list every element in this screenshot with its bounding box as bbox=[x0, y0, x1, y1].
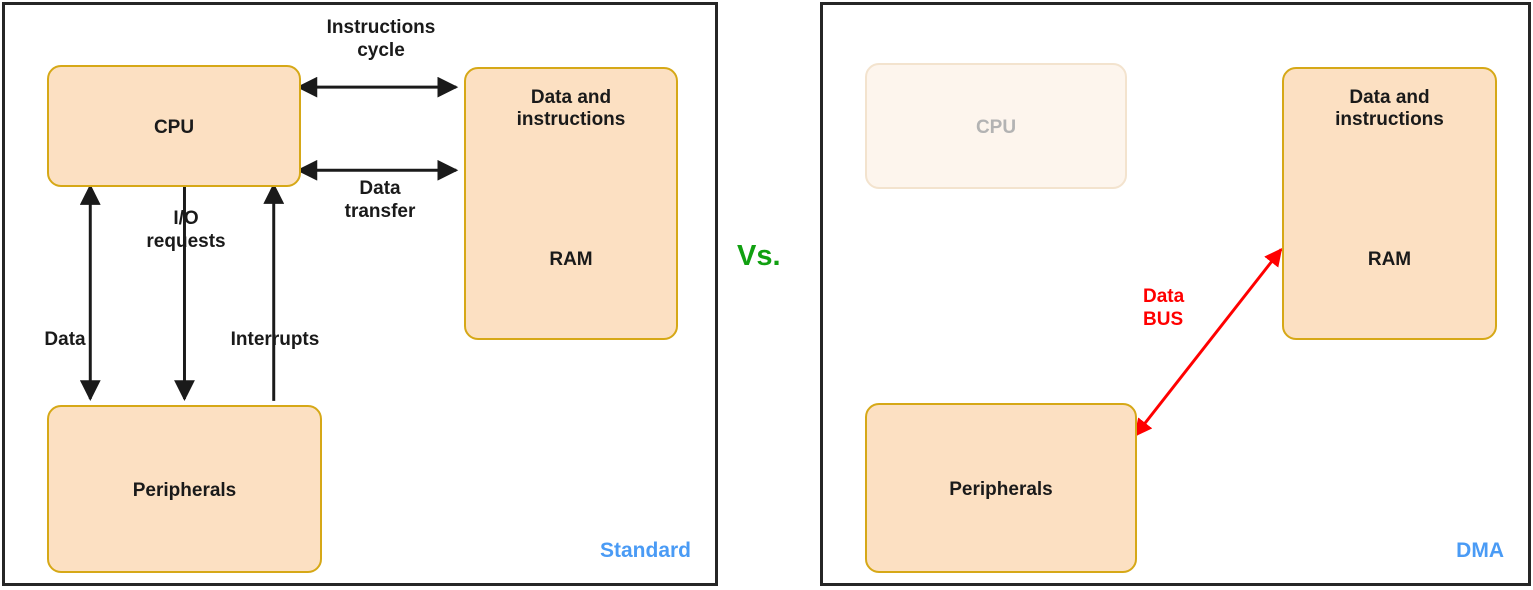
edge-label-data-bus: Data BUS bbox=[1143, 286, 1185, 330]
edge-label-data: Data bbox=[44, 329, 86, 350]
panel-tag-dma: DMA bbox=[1456, 539, 1504, 562]
node-ram-sublabel: RAM bbox=[549, 249, 593, 270]
edge-label-io-requests: I/O requests bbox=[146, 208, 226, 252]
edge-label-data-transfer: Data transfer bbox=[344, 178, 416, 222]
node-cpu-disabled: CPU bbox=[865, 63, 1127, 189]
node-peripherals-label: Peripherals bbox=[132, 480, 237, 501]
edge-label-instructions-cycle: Instructions cycle bbox=[326, 17, 436, 61]
node-peripherals-label: Peripherals bbox=[949, 479, 1053, 500]
arrow-data-bus bbox=[1134, 248, 1283, 437]
panel-standard: CPU Data and instructions RAM Peripheral… bbox=[2, 2, 718, 586]
vs-label: Vs. bbox=[737, 240, 781, 272]
node-peripherals[interactable]: Peripherals bbox=[865, 403, 1137, 573]
panel-tag-standard: Standard bbox=[599, 539, 691, 562]
node-cpu[interactable]: CPU bbox=[47, 65, 301, 187]
node-ram-title: Data and instructions bbox=[516, 87, 626, 131]
node-ram[interactable]: Data and instructions RAM bbox=[1282, 67, 1497, 340]
node-cpu-disabled-label: CPU bbox=[975, 117, 1017, 138]
node-cpu-label: CPU bbox=[153, 117, 195, 138]
node-ram-title: Data and instructions bbox=[1335, 87, 1444, 131]
node-peripherals[interactable]: Peripherals bbox=[47, 405, 322, 573]
node-ram-sublabel: RAM bbox=[1367, 249, 1412, 270]
panel-dma: CPU Data and instructions RAM Peripheral… bbox=[820, 2, 1531, 586]
edge-label-interrupts: Interrupts bbox=[230, 329, 320, 350]
node-ram[interactable]: Data and instructions RAM bbox=[464, 67, 678, 340]
